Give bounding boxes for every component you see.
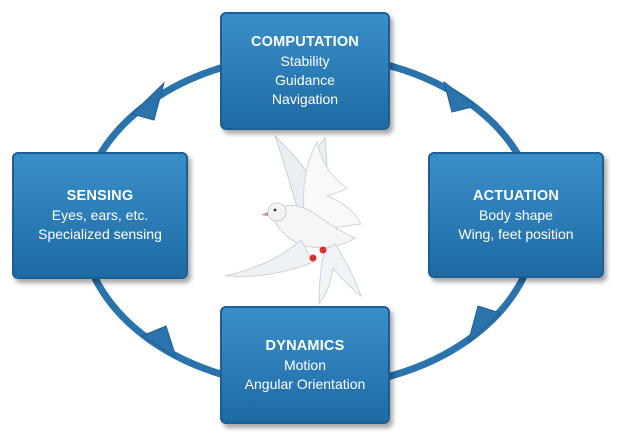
computation-line-1: Stability (280, 53, 330, 69)
arrow-computation-to-actuation-icon (443, 80, 478, 113)
sensing-box: SENSING Eyes, ears, etc. Specialized sen… (12, 152, 188, 279)
sensing-line-1: Eyes, ears, etc. (51, 207, 149, 223)
computation-line-3: Navigation (271, 91, 339, 107)
arrow-sensing-to-computation-icon (131, 81, 165, 121)
arrow-actuation-to-dynamics-icon (467, 305, 501, 345)
sensing-line-2: Specialized sensing (38, 226, 162, 242)
dynamics-title: DYNAMICS (265, 337, 345, 354)
dynamics-box: DYNAMICS Motion Angular Orientation (220, 306, 390, 424)
actuation-line-2: Wing, feet position (458, 225, 574, 242)
actuation-line-1: Body shape (479, 206, 553, 223)
dynamics-line-1: Motion (283, 356, 327, 373)
arrow-dynamics-to-sensing-icon (140, 325, 177, 359)
dynamics-line-2: Angular Orientation (244, 375, 366, 392)
dove-image (224, 135, 363, 306)
computation-line-2: Guidance (275, 72, 335, 88)
actuation-box: ACTUATION Body shape Wing, feet position (428, 152, 604, 278)
actuation-title: ACTUATION (472, 187, 560, 204)
sensing-title: SENSING (66, 188, 134, 204)
computation-title: COMPUTATION (251, 34, 359, 50)
computation-box: COMPUTATION Stability Guidance Navigatio… (220, 12, 390, 130)
